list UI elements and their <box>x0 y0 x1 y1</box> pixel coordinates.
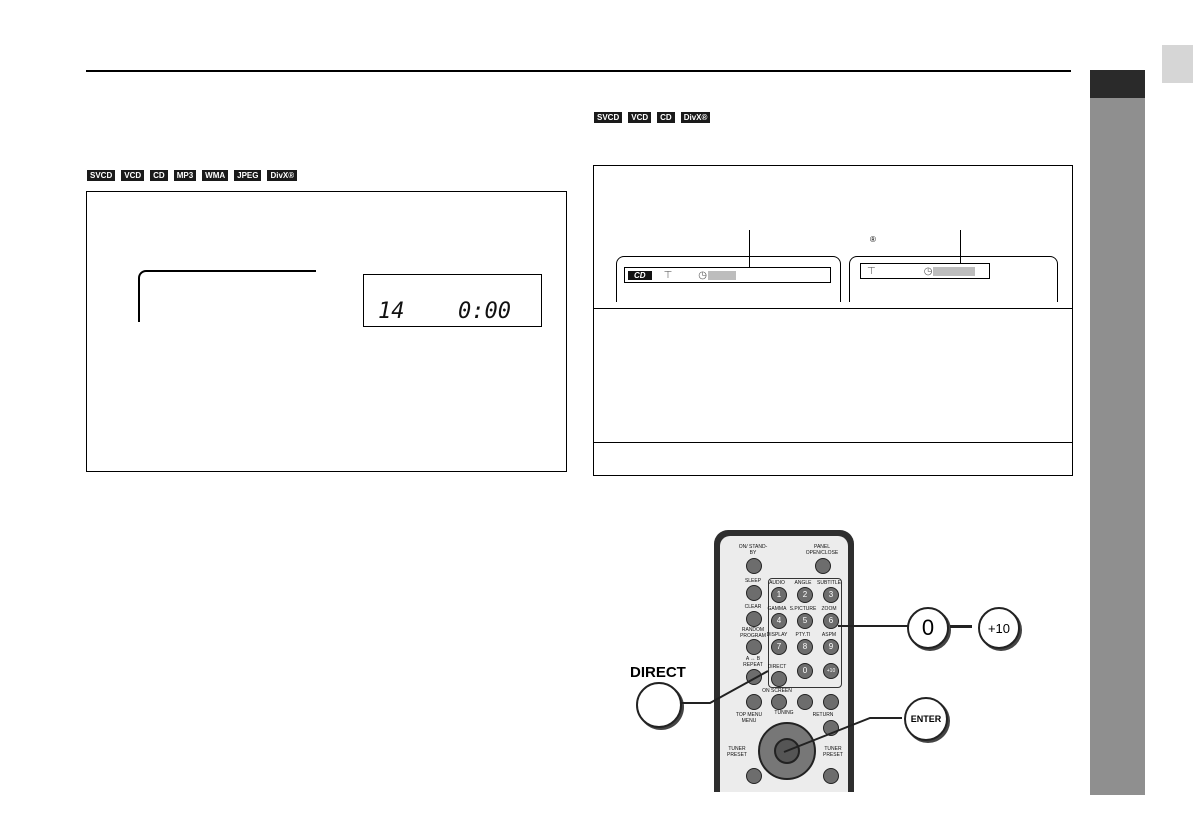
callout-label: 0 <box>921 615 935 640</box>
button-label: CLEAR <box>744 604 762 610</box>
digit-button: 8 <box>797 639 813 655</box>
digit-button: 6 <box>823 613 839 629</box>
button-label: RANDOM PROGRAM <box>740 627 766 639</box>
language-tab <box>1162 45 1193 83</box>
button-label: AUDIO <box>769 580 785 586</box>
elapsed-time-bar <box>933 266 976 276</box>
disc-badge: SVCD <box>594 112 623 123</box>
callout-line <box>838 625 908 627</box>
cd-display-illustration <box>616 256 841 302</box>
direct-callout-line <box>680 670 769 704</box>
button-label: PANEL OPEN/CLOSE <box>805 544 839 556</box>
button-icon <box>797 694 813 710</box>
on-screen-button-icon <box>771 694 787 710</box>
disc-badge: VCD <box>121 170 145 181</box>
button-label: RETURN <box>812 712 834 718</box>
button-label: DISPLAY <box>766 632 788 638</box>
disc-badge: DivX® <box>267 170 298 181</box>
box-divider <box>594 308 1072 309</box>
box-divider <box>594 442 1072 443</box>
disc-badge: WMA <box>202 170 229 181</box>
digit-button: 0 <box>797 663 813 679</box>
front-panel-display: 14 0:00 <box>363 274 542 327</box>
panel-button-icon <box>815 558 831 574</box>
display-bracket <box>138 270 316 322</box>
menu-button-icon <box>746 694 762 710</box>
left-disc-badges: SVCD VCD CD MP3 WMA JPEG DivX® <box>87 170 298 181</box>
button-label: S.PICTURE <box>789 606 817 612</box>
callout-label: ENTER <box>910 714 942 724</box>
right-disc-badges: SVCD VCD CD DivX® <box>594 112 711 123</box>
callout-label: +10 <box>987 620 1011 636</box>
skip-back-button-icon <box>746 768 762 784</box>
range-dash <box>950 625 972 628</box>
button-label: TUNING <box>774 710 794 716</box>
button-label: TUNER PRESET <box>822 746 843 758</box>
zero-button-callout: 0 <box>907 607 949 649</box>
button-label: A ↔ B REPEAT <box>743 656 763 668</box>
enter-callout-line <box>783 717 902 753</box>
button-label: DIRECT <box>767 664 787 670</box>
plus10-button-callout: +10 <box>978 607 1020 649</box>
direct-callout-label: DIRECT <box>630 664 686 681</box>
clock-icon: ◷ <box>698 269 708 281</box>
disc-badge: CD <box>150 170 168 181</box>
digit-button: 7 <box>771 639 787 655</box>
clock-icon: ◷ <box>923 265 933 277</box>
registered-mark: ® <box>870 235 876 244</box>
disc-badge: MP3 <box>173 170 197 181</box>
button-label: TUNER PRESET <box>726 746 747 758</box>
track-indicator-icon: ⊤ <box>867 265 876 277</box>
enter-button-callout: ENTER <box>904 697 948 741</box>
digit-button: 4 <box>771 613 787 629</box>
button-label: PTY.TI <box>795 632 811 638</box>
power-button-icon <box>746 558 762 574</box>
disc-badge: JPEG <box>234 170 262 181</box>
track-indicator-icon: ⊤ <box>663 269 673 281</box>
header-rule <box>86 70 1071 72</box>
random-button-icon <box>746 639 762 655</box>
button-label: TOP MENU MENU <box>735 712 763 724</box>
digit-button: 2 <box>797 587 813 603</box>
button-label: ANGLE <box>794 580 812 586</box>
divx-display-illustration <box>849 256 1058 302</box>
sleep-button-icon <box>746 585 762 601</box>
digit-button: 3 <box>823 587 839 603</box>
digit-button: 1 <box>771 587 787 603</box>
left-instruction-box: 14 0:00 <box>86 191 567 472</box>
direct-button-icon <box>771 671 787 687</box>
disc-badge: CD <box>657 112 675 123</box>
button-label: ASPM <box>821 632 837 638</box>
callout-line <box>749 230 750 267</box>
button-label: SLEEP <box>744 578 762 584</box>
divx-mini-display: ⊤ ◷ <box>860 263 990 279</box>
disc-badge: VCD <box>628 112 652 123</box>
section-sidebar-tab-header <box>1090 70 1145 98</box>
cd-mini-display: CD ⊤ ◷ <box>624 267 831 283</box>
digit-button: 5 <box>797 613 813 629</box>
button-label: ON SCREEN <box>762 688 792 694</box>
digit-button: 9 <box>823 639 839 655</box>
button-icon <box>823 694 839 710</box>
digit-button: +10 <box>823 663 839 679</box>
numeric-keypad-frame <box>768 578 842 688</box>
elapsed-time-bar <box>708 270 737 280</box>
display-track-number: 14 <box>378 299 405 324</box>
cd-logo-icon: CD <box>628 270 652 280</box>
remote-control-face: ON/ STAND-BY PANEL OPEN/CLOSE SLEEP CLEA… <box>720 536 848 792</box>
button-label: ON/ STAND-BY <box>738 544 768 556</box>
section-sidebar-tab <box>1090 70 1145 795</box>
disc-badge: SVCD <box>87 170 116 181</box>
direct-button-callout <box>636 682 682 728</box>
clear-button-icon <box>746 611 762 627</box>
callout-line <box>960 230 961 263</box>
button-label: GAMMA <box>767 606 787 612</box>
button-label: SUBTITLE <box>817 580 841 586</box>
button-label: ZOOM <box>821 606 837 612</box>
right-instruction-box: CD ⊤ ◷ ⊤ ◷ ® <box>593 165 1073 476</box>
skip-forward-button-icon <box>823 768 839 784</box>
disc-badge: DivX® <box>680 112 711 123</box>
display-time: 0:00 <box>458 299 511 324</box>
